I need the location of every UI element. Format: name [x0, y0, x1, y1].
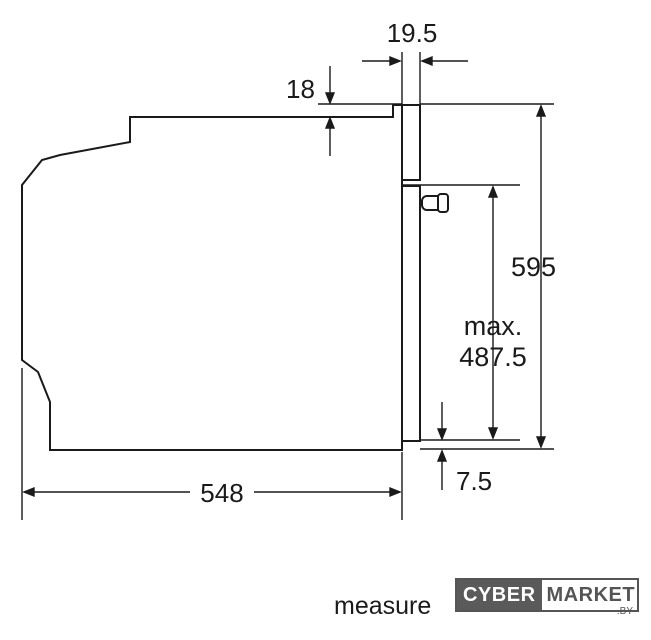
logo-suffix: .BY — [616, 606, 633, 617]
oven-door — [402, 104, 421, 181]
oven-body-outline — [21, 104, 403, 451]
dim-total-height: 595 — [511, 252, 556, 282]
dim-top-right-depth: 19.5 — [387, 18, 438, 48]
dim-depth: 548 — [200, 478, 243, 508]
caption-text: measure — [334, 592, 432, 620]
dim-top-offset: 18 — [286, 74, 315, 104]
cybermarket-logo: CYBER MARKET .BY — [455, 578, 639, 617]
dim-niche-label-2: 487.5 — [459, 342, 527, 372]
logo-part-2: MARKET — [546, 584, 636, 606]
logo-part-1: CYBER — [457, 580, 542, 610]
oven-door-lower — [402, 185, 421, 442]
dim-niche-label-1: max. — [464, 311, 523, 341]
dim-bottom-offset: 7.5 — [456, 466, 492, 496]
